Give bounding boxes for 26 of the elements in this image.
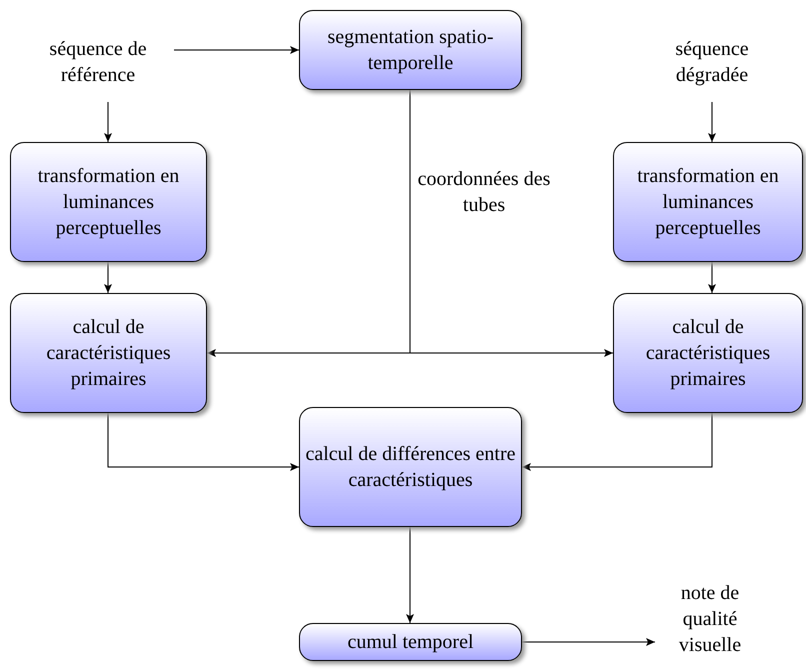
box-label: calcul de caractéristiques primaires [45,315,172,392]
arrow [708,262,716,294]
process-box [613,142,803,262]
box-label: calcul de différences entre caractéristiques [304,442,517,493]
arrow [104,102,112,142]
process-box [299,10,522,90]
arrow [522,638,656,646]
box-label: cumul temporel [346,630,475,655]
box-label: transformation en luminances perceptuelles [636,164,780,241]
process-box [613,293,803,413]
process-box [299,623,522,661]
process-box [10,142,207,262]
arrow [708,102,716,142]
flow-text: séquence de référence [48,37,148,88]
process-box [299,407,522,527]
flow-text: séquence dégradée [674,37,750,88]
box-label: segmentation spatio-temporelle [326,25,495,76]
arrow [104,262,112,294]
arrow [108,412,300,471]
box-label: calcul de caractéristiques primaires [644,315,772,392]
flow-text: note de qualité visuelle [678,581,742,658]
box-label: transformation en luminances perceptuelles [36,164,180,241]
process-box [10,293,207,413]
arrow [406,526,414,624]
arrow [174,46,300,54]
arrow [522,412,712,471]
